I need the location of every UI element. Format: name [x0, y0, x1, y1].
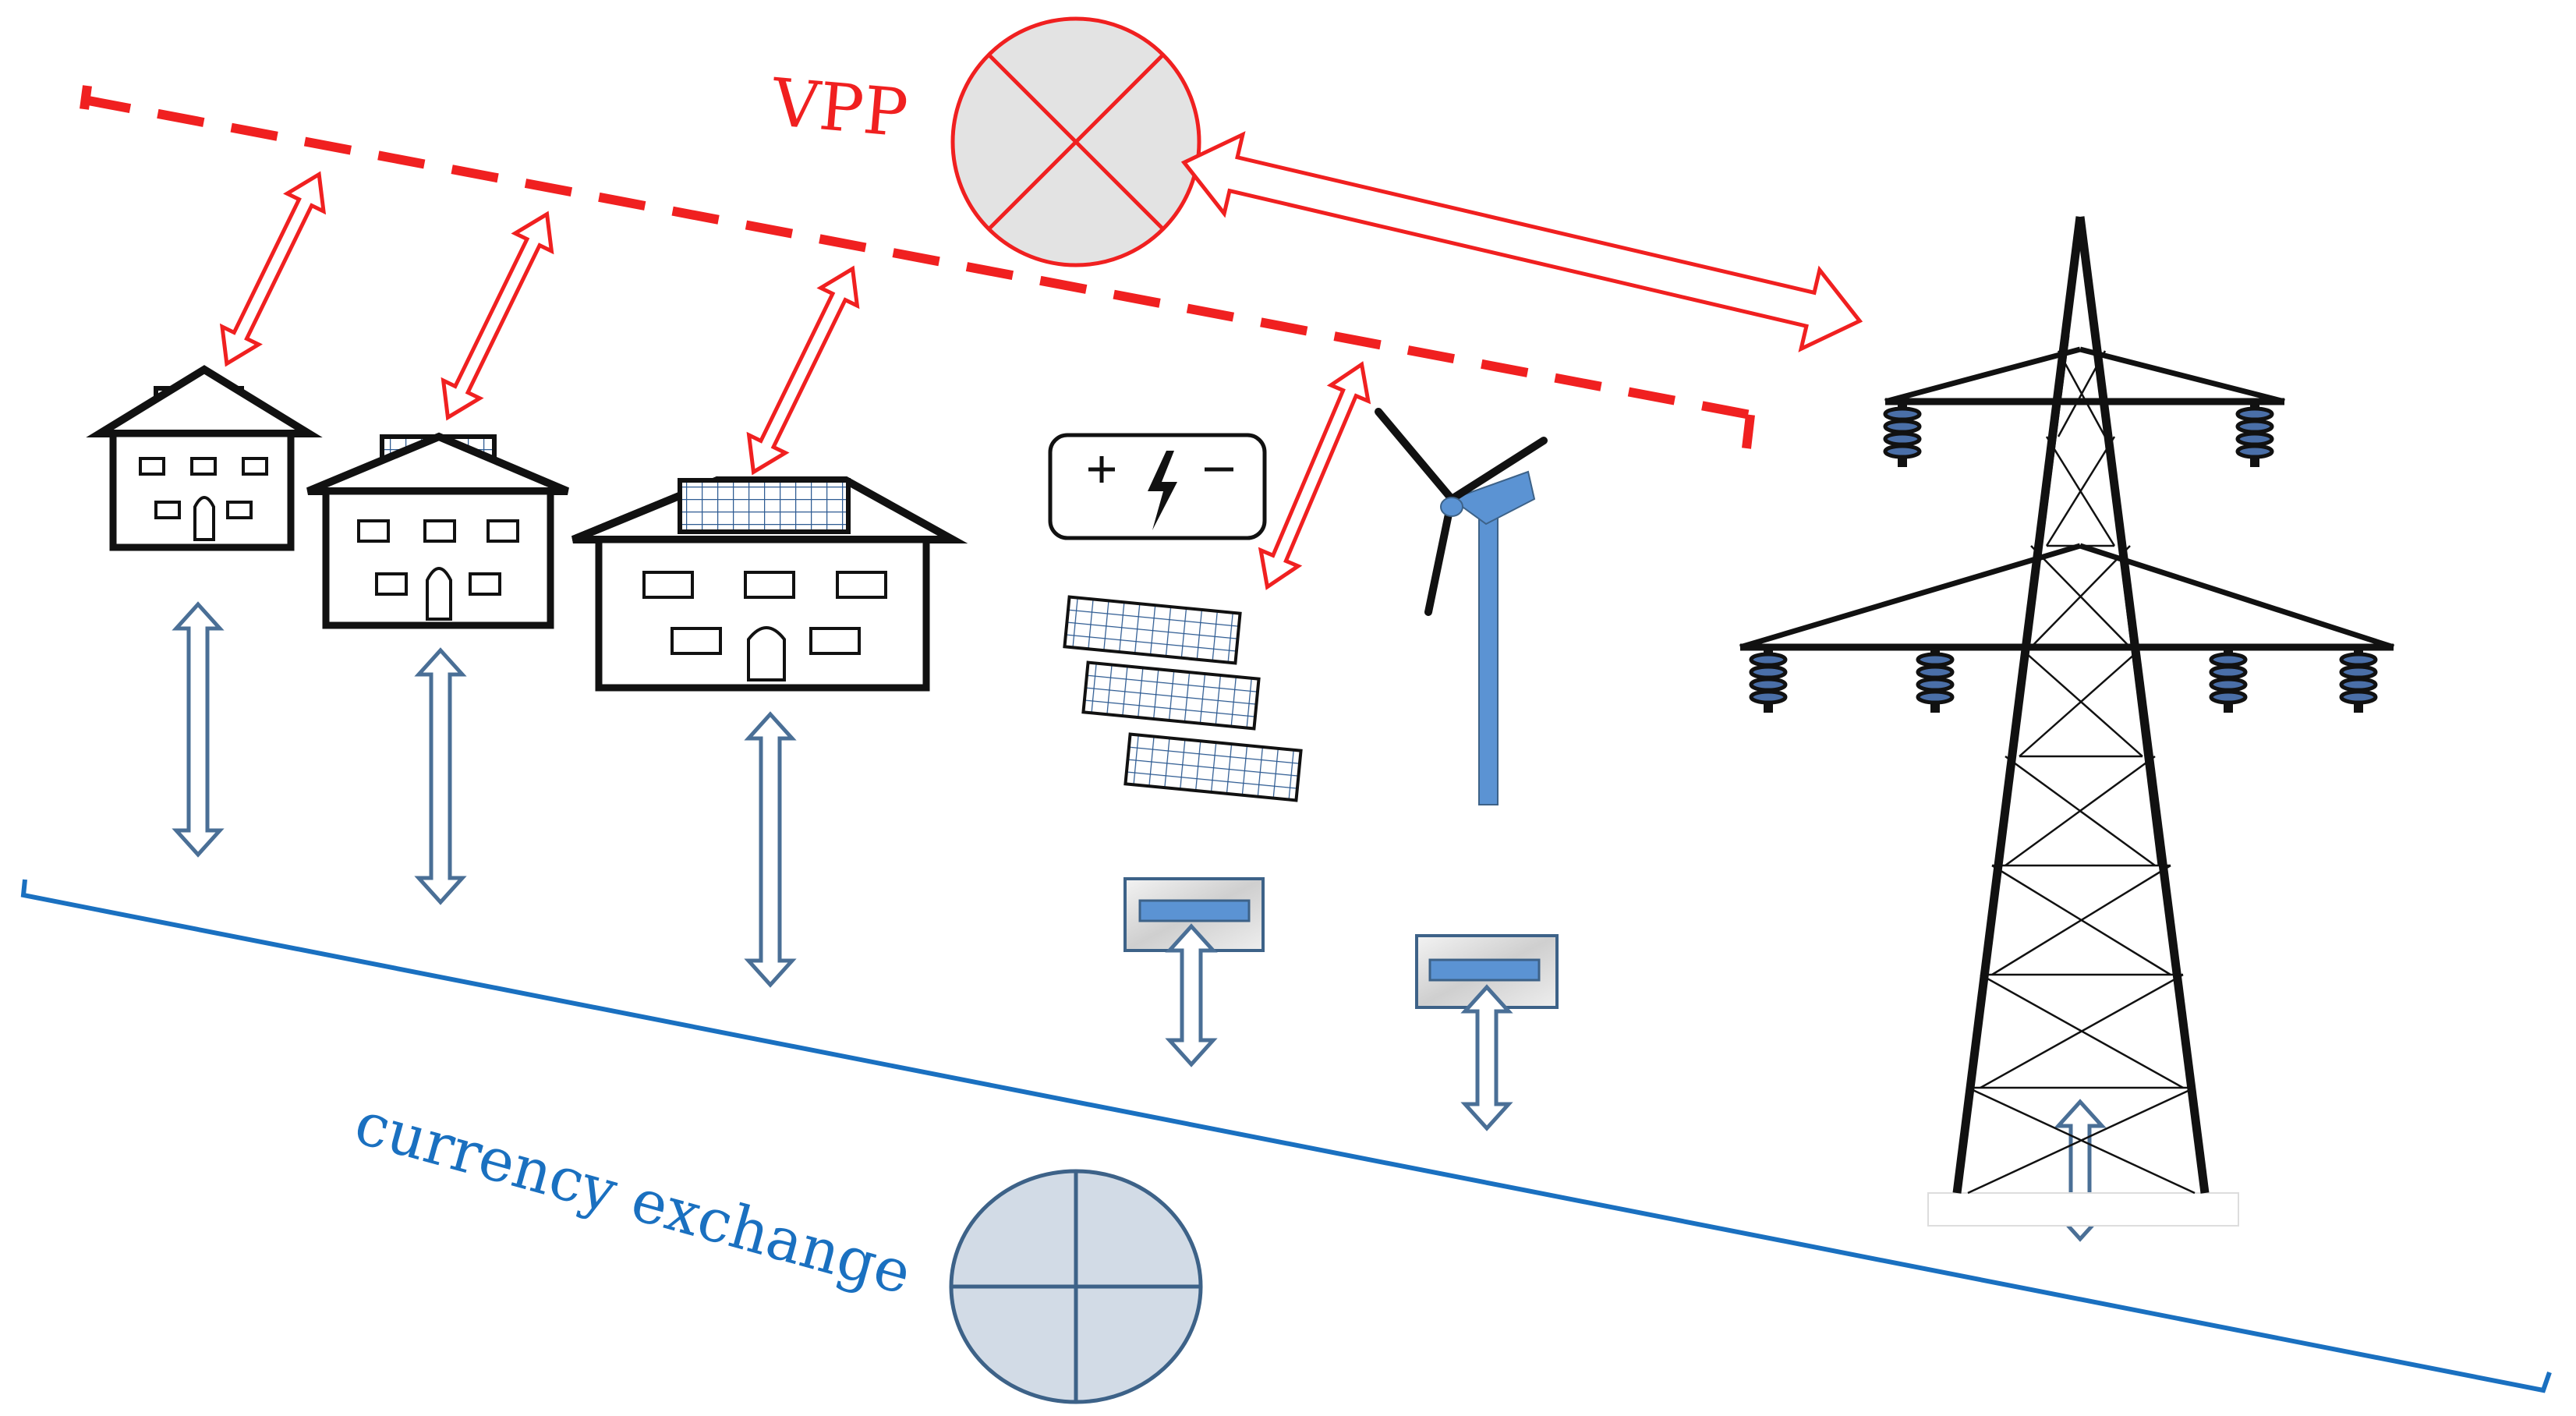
- vpp-arrow-grid: [1180, 131, 1863, 352]
- battery-icon: [1048, 433, 1267, 540]
- double-arrow-icon-house-1: [172, 601, 225, 858]
- double-arrow-icon-house-2: [414, 647, 467, 905]
- vpp-arrow-house-2: [441, 211, 554, 421]
- double-arrow-icon-house-3: [744, 711, 797, 988]
- transmission-tower-icon: [1739, 216, 2395, 1227]
- exchange-boundary: [20, 879, 2552, 1393]
- solar-panel-icon-3: [1123, 732, 1303, 802]
- double-arrow-icon-meter-2: [1460, 984, 1513, 1131]
- house-icon-1: [86, 365, 323, 551]
- house-icon-3: [571, 476, 968, 692]
- wind-turbine-icon: [1375, 408, 1548, 805]
- vpp-arrow-house-3: [746, 265, 860, 476]
- exchange-hub-icon: [949, 1169, 1203, 1404]
- double-arrow-icon-tower: [2054, 1099, 2107, 1242]
- solar-panel-icon-2: [1081, 660, 1261, 731]
- vpp-arrow-house-1: [219, 171, 327, 367]
- solar-panel-icon-1: [1063, 595, 1242, 665]
- double-arrow-icon-meter-1: [1165, 923, 1218, 1067]
- vpp-boundary: [80, 85, 1755, 449]
- vpp-label: VPP: [769, 64, 911, 152]
- vpp-hub-icon: [950, 16, 1201, 267]
- vpp-arrow-generation: [1258, 361, 1371, 590]
- house-icon-2: [306, 432, 569, 629]
